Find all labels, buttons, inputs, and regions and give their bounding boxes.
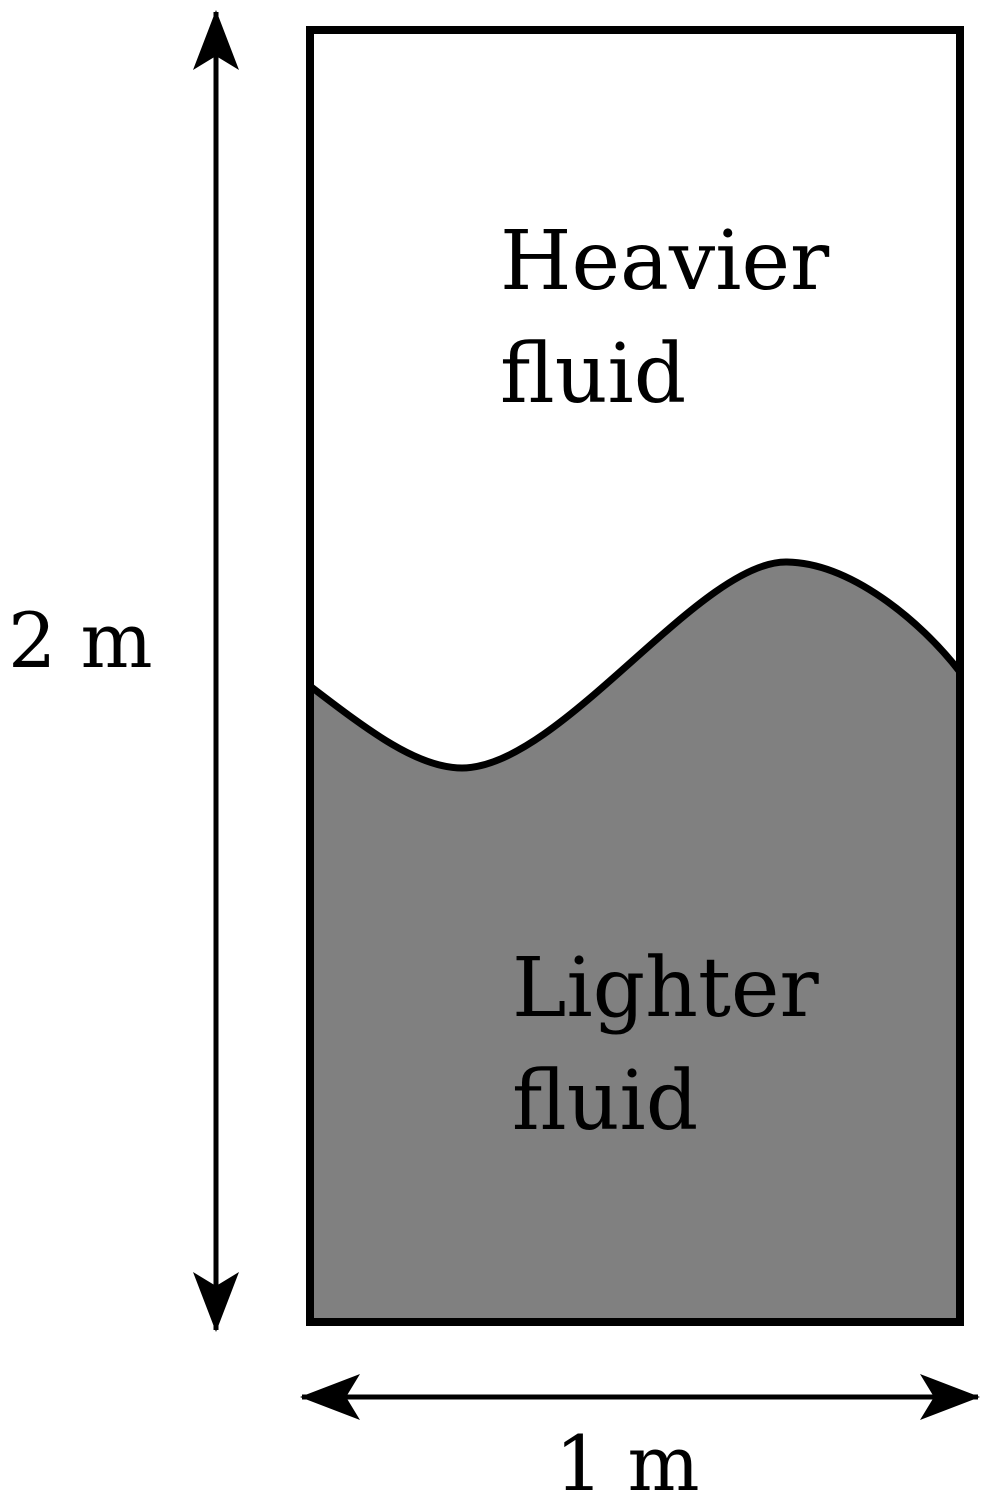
fluid-interface-curve (306, 558, 964, 772)
lighter-fluid-label-line2: fluid (512, 1054, 698, 1149)
width-dimension-label: 1 m (555, 1419, 700, 1501)
lighter-fluid-label-line1: Lighter (512, 941, 819, 1036)
heavier-fluid-label-line1: Heavier (500, 214, 830, 309)
lighter-fluid-region (310, 561, 960, 1322)
tank-outline (306, 26, 964, 1326)
heavier-fluid-label-line2: fluid (500, 327, 686, 422)
height-dimension-label: 2 m (8, 596, 153, 685)
